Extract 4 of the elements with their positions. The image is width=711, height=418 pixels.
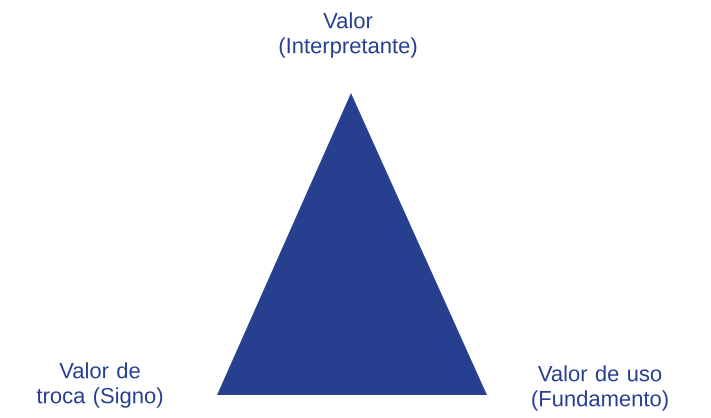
- vertex-label: Valor (Interpretante): [280, 12, 416, 58]
- vertex-label: Valor de uso (Fundamento): [532, 365, 668, 411]
- triangle: [217, 93, 487, 395]
- vertex-label: Valor de troca (Signo): [36, 362, 162, 408]
